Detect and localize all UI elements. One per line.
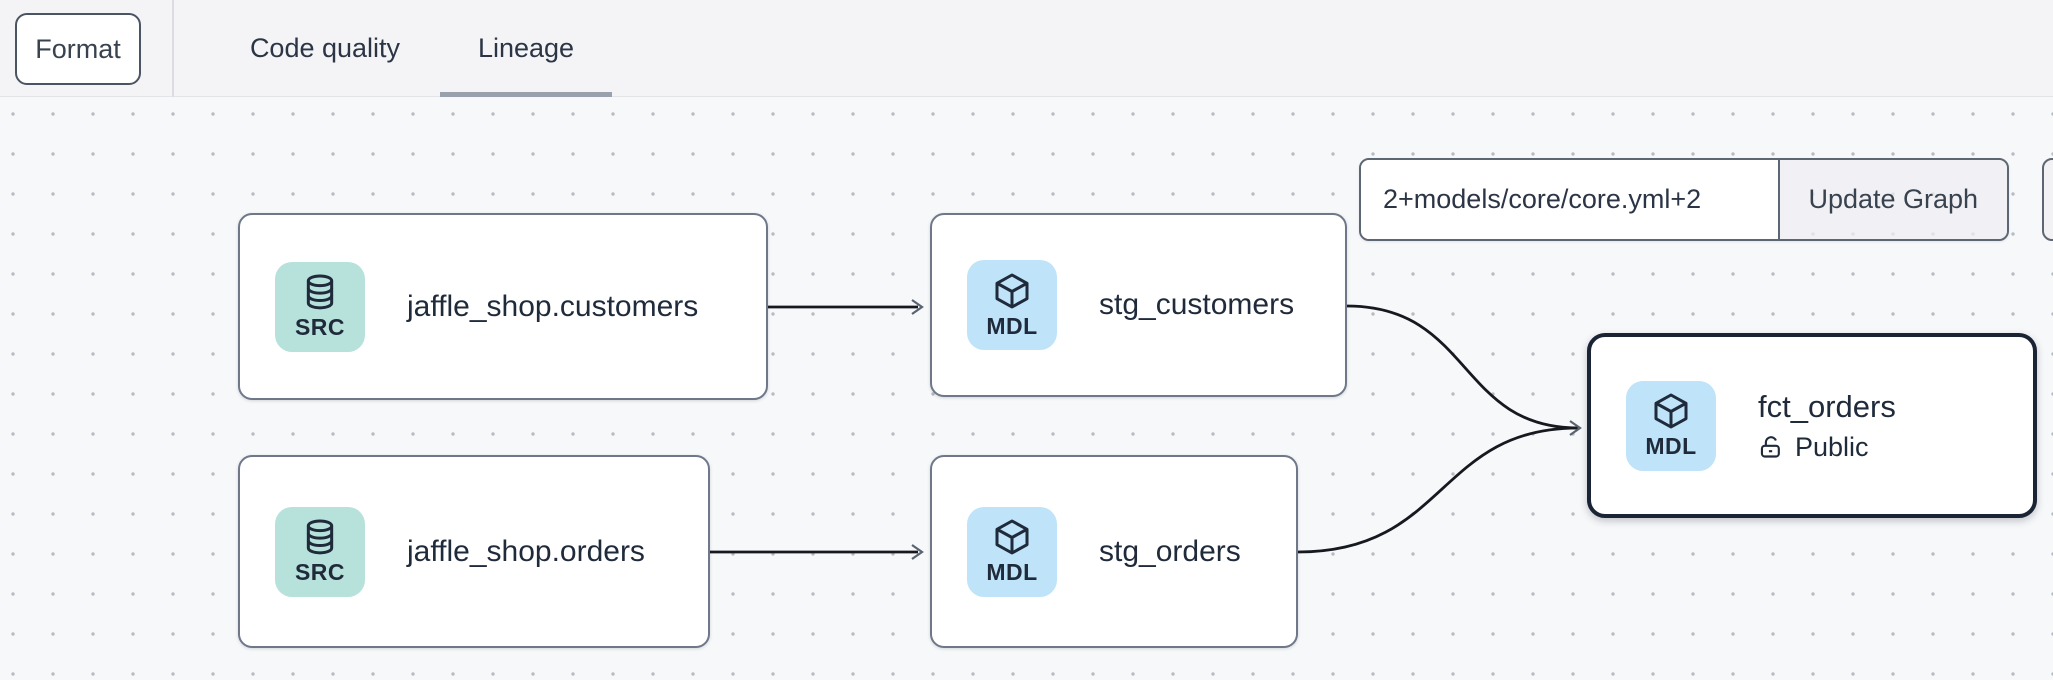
model-badge: MDL — [1626, 380, 1716, 471]
lineage-selector-group: Update Graph — [1359, 158, 2009, 241]
arrowhead-icon — [911, 544, 924, 560]
node-jaffle-shop-customers[interactable]: SRC jaffle_shop.customers — [238, 213, 768, 400]
format-button[interactable]: Format — [15, 13, 141, 85]
badge-label: SRC — [294, 314, 346, 340]
database-icon — [306, 519, 334, 555]
edge-stg-customers-to-fct — [1346, 304, 1579, 430]
tab-lineage-label: Lineage — [477, 33, 575, 63]
lineage-selector-input[interactable] — [1361, 160, 1778, 239]
model-badge: MDL — [967, 260, 1057, 350]
update-graph-button[interactable]: Update Graph — [1777, 160, 2007, 239]
node-title: stg_customers — [1099, 288, 1295, 321]
arrowhead-icon — [1569, 420, 1582, 436]
unlock-icon — [1760, 435, 1780, 458]
badge-label: MDL — [1645, 433, 1697, 459]
node-stg-orders[interactable]: MDL stg_orders — [930, 455, 1298, 648]
cube-icon — [1654, 393, 1688, 429]
cube-icon — [995, 519, 1029, 555]
edge-stg-orders-to-fct — [1297, 426, 1579, 554]
badge-label: SRC — [294, 559, 346, 585]
database-icon — [306, 274, 334, 310]
access-label: Public — [1795, 431, 1869, 462]
node-title: jaffle_shop.customers — [407, 289, 699, 323]
top-bar: Format Code quality Lineage — [0, 0, 2053, 97]
access-row: Public — [1758, 432, 1896, 463]
cube-icon — [995, 273, 1029, 308]
source-badge: SRC — [275, 261, 365, 352]
clipped-right-button[interactable] — [2042, 158, 2053, 241]
active-tab-underline — [440, 92, 612, 97]
node-stg-customers[interactable]: MDL stg_customers — [930, 213, 1347, 397]
badge-label: MDL — [986, 559, 1038, 585]
badge-label: MDL — [986, 312, 1038, 339]
model-badge: MDL — [967, 506, 1057, 597]
tab-code-quality[interactable]: Code quality — [249, 33, 401, 63]
node-fct-orders[interactable]: MDL fct_orders Public — [1587, 333, 2037, 518]
source-badge: SRC — [275, 506, 365, 597]
topbar-divider — [172, 0, 174, 97]
tab-lineage[interactable]: Lineage — [440, 0, 612, 97]
node-title: jaffle_shop.orders — [407, 534, 645, 568]
lineage-edges — [710, 299, 1582, 560]
node-jaffle-shop-orders[interactable]: SRC jaffle_shop.orders — [238, 455, 710, 648]
lineage-canvas[interactable]: SRC jaffle_shop.customers MDL stg_custom… — [0, 97, 2053, 680]
arrowhead-icon — [911, 299, 924, 315]
node-title: stg_orders — [1099, 534, 1241, 568]
node-title: fct_orders — [1758, 388, 1896, 424]
